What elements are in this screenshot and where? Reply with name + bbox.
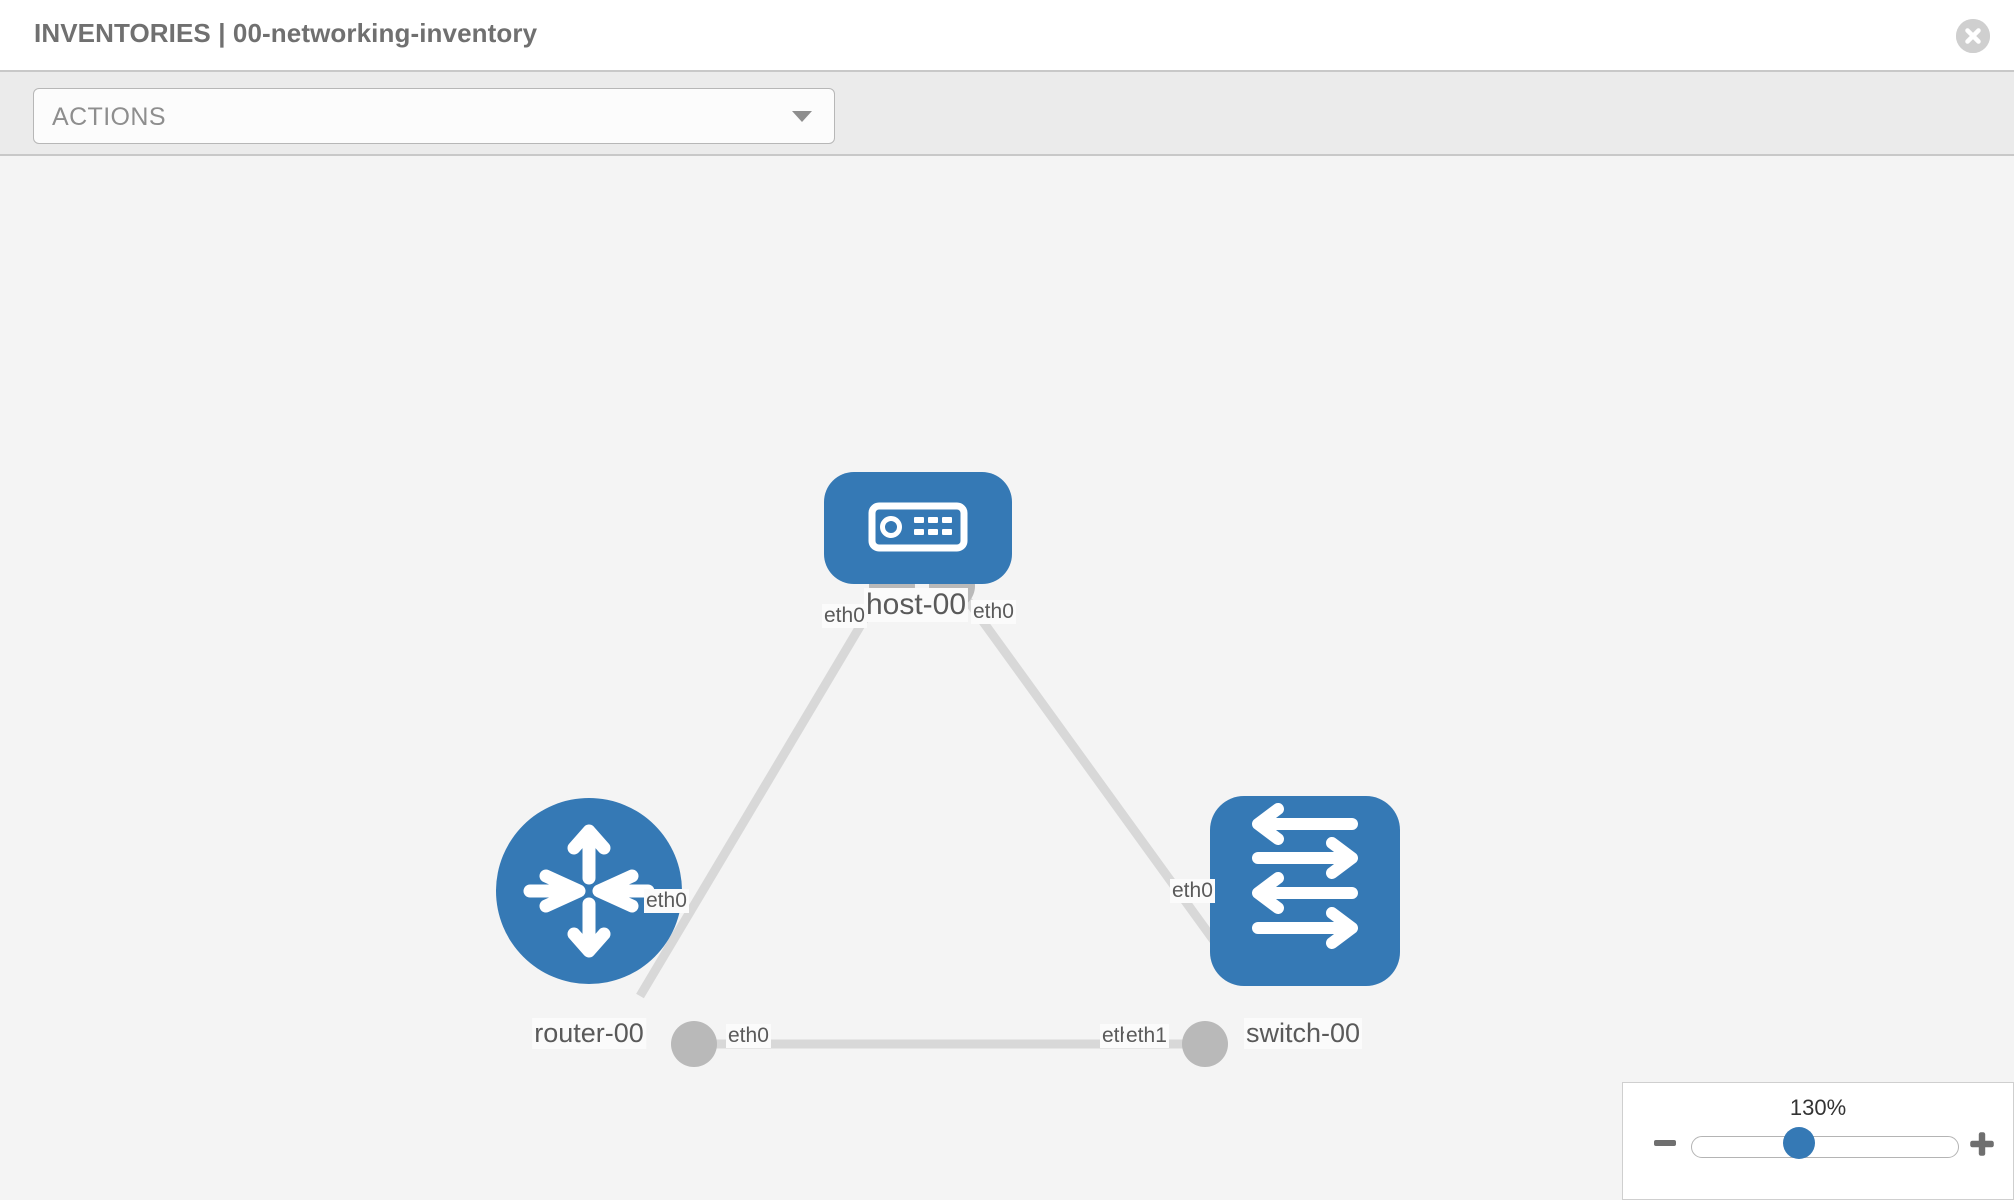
zoom-out-button[interactable] [1651,1129,1679,1162]
zoom-percent-label: 130% [1789,1095,1847,1120]
connector-router00-right [671,1021,717,1067]
actions-dropdown[interactable]: ACTIONS [33,88,835,144]
zoom-slider-track[interactable] [1691,1136,1959,1158]
iface-label-router00-up: eth0 [644,889,689,913]
zoom-control: 130% [1622,1082,2014,1200]
iface-label-host00-left: eth0 [822,604,867,628]
topology-graph [496,472,1400,1067]
node-host-00[interactable] [824,472,1012,584]
close-icon [1956,19,1990,53]
link-host00-router00[interactable] [636,573,894,999]
zoom-in-button[interactable] [1967,1129,1997,1164]
connector-layer [671,563,1256,1067]
connector-switch00-left [1182,1021,1228,1067]
node-label-switch-00: switch-00 [1243,1018,1363,1049]
iface-label-switch00-left-eth1: eth1 [1124,1024,1169,1048]
close-button[interactable] [1956,19,1990,53]
toolbar: ACTIONS SEARCH [0,70,2014,214]
minus-icon [1654,1140,1676,1146]
node-label-host-00: host-00 [863,588,969,622]
node-switch-00[interactable] [1210,796,1400,986]
iface-label-switch00-up: eth0 [1170,879,1215,903]
node-label-router-00: router-00 [532,1018,646,1049]
plus-icon [1970,1132,1994,1156]
iface-label-host00-right: eth0 [971,600,1016,624]
page-header: INVENTORIES | 00-networking-inventory [0,0,2014,70]
iface-label-router00-right: eth0 [726,1024,771,1048]
actions-dropdown-label: ACTIONS [52,103,166,131]
node-router-00[interactable] [496,798,682,984]
link-layer [636,573,1229,1049]
page-title: INVENTORIES | 00-networking-inventory [34,18,538,48]
zoom-slider-thumb[interactable] [1783,1127,1815,1159]
chevron-down-icon [792,111,812,122]
topology-canvas[interactable]: host-00 router-00 switch-00 eth0 eth0 et… [0,156,2014,1200]
